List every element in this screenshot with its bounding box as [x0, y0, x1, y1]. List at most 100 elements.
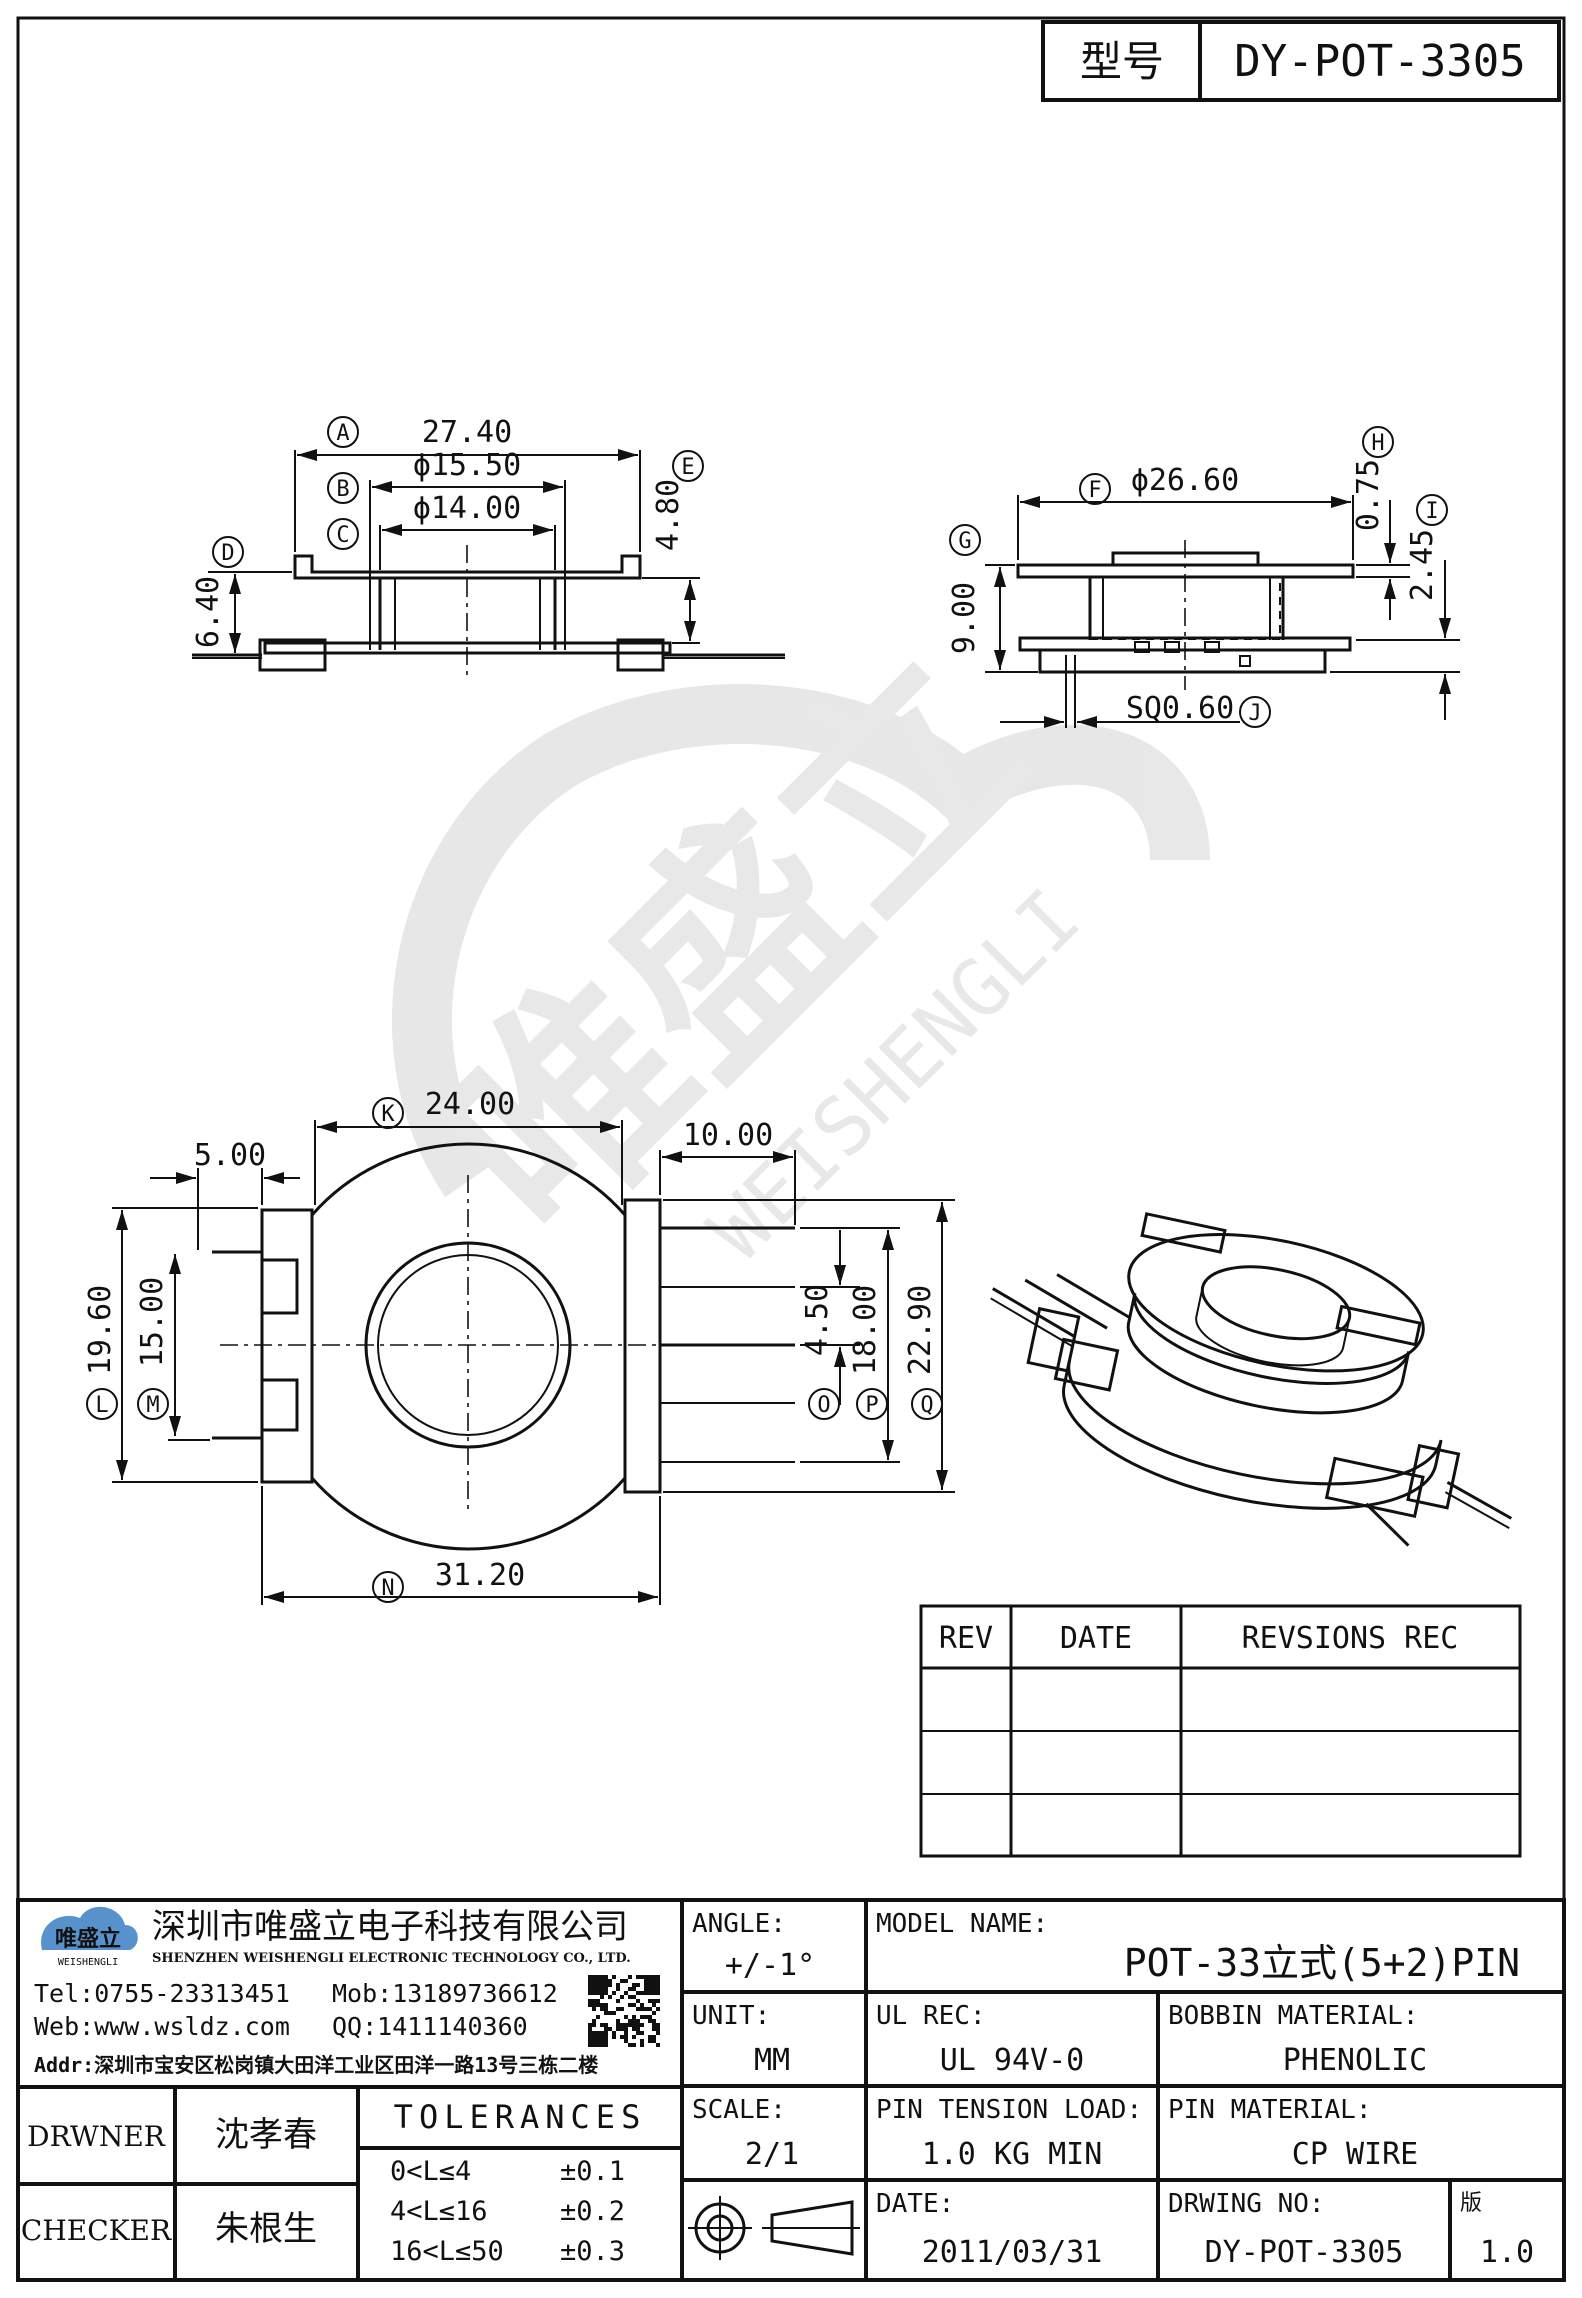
balloon-e: E	[672, 450, 704, 482]
svg-text:K: K	[381, 1102, 395, 1127]
tol-value-2: ±0.2	[560, 2196, 625, 2227]
ver-label: 版	[1460, 2191, 1482, 2216]
ver-value: 1.0	[1480, 2235, 1534, 2270]
model-value: POT-33立式(5+2)PIN	[1124, 1941, 1520, 1985]
svg-text:D: D	[221, 541, 234, 566]
rev-header-rec: REVSIONS REC	[1242, 1621, 1459, 1656]
tension-label: PIN TENSION LOAD:	[876, 2095, 1142, 2125]
balloon-p: P	[856, 1388, 888, 1420]
dim-ten: 10.00	[683, 1118, 773, 1153]
scale-label: SCALE:	[692, 2095, 786, 2125]
date-value: 2011/03/31	[922, 2235, 1103, 2270]
balloon-a: A	[327, 416, 359, 448]
drawer-label: DRWNER	[27, 2120, 166, 2153]
rev-header-rev: REV	[939, 1621, 993, 1656]
dim-e: 4.80	[651, 479, 686, 551]
balloon-o: O	[808, 1388, 840, 1420]
tol-range-1: 0<L≤4	[390, 2156, 471, 2187]
svg-text:C: C	[336, 523, 349, 548]
balloon-q: Q	[911, 1388, 943, 1420]
dwg-label: DRWING NO:	[1168, 2189, 1325, 2219]
svg-text:L: L	[95, 1393, 108, 1418]
tol-range-3: 16<L≤50	[390, 2236, 504, 2267]
top-view: 24.00 5.00 10.00 19.60 15.00 4.50 18.00	[83, 1087, 955, 1605]
logo-text: 唯盛立	[55, 1926, 121, 1952]
dim-m: 15.00	[135, 1277, 170, 1367]
drawer-value: 沈孝春	[215, 2115, 317, 2155]
company-name-en: SHENZHEN WEISHENGLI ELECTRONIC TECHNOLOG…	[152, 1951, 631, 1966]
side-view-right: ϕ26.60 9.00 0.75 2.45 SQ0.60	[947, 459, 1460, 728]
isometric-view	[990, 1212, 1513, 1547]
tol-range-2: 4<L≤16	[390, 2196, 488, 2227]
date-label: DATE:	[876, 2189, 954, 2219]
pin-material-value: CP WIRE	[1292, 2137, 1418, 2172]
logo-sub: WEISHENGLI	[58, 1957, 118, 1968]
svg-text:Q: Q	[920, 1393, 933, 1418]
qr-code	[588, 1975, 660, 2047]
company-mob: Mob:13189736612	[332, 1979, 558, 2008]
checker-label: CHECKER	[21, 2214, 172, 2247]
svg-text:N: N	[381, 1576, 394, 1601]
tolerances-label: TOLERANCES	[394, 2098, 647, 2136]
dim-g: 9.00	[947, 582, 982, 654]
svg-text:H: H	[1371, 431, 1384, 456]
dim-c: ϕ14.00	[413, 491, 521, 526]
dwg-value: DY-POT-3305	[1205, 2235, 1404, 2270]
angle-label: ANGLE:	[692, 1909, 786, 1939]
dim-o: 4.50	[800, 1284, 835, 1356]
balloon-j: J	[1239, 696, 1271, 728]
dim-f: ϕ26.60	[1131, 463, 1239, 498]
dim-j: SQ0.60	[1126, 691, 1234, 726]
dim-i: 2.45	[1405, 529, 1440, 601]
tol-value-3: ±0.3	[560, 2236, 625, 2267]
dim-d: 6.40	[191, 576, 226, 648]
balloon-m: M	[137, 1388, 169, 1420]
svg-text:J: J	[1248, 701, 1261, 726]
ul-label: UL REC:	[876, 2001, 986, 2031]
type-value: DY-POT-3305	[1234, 36, 1525, 87]
balloon-d: D	[212, 536, 244, 568]
balloon-c: C	[327, 518, 359, 550]
dim-q: 22.90	[903, 1285, 938, 1375]
balloons: A BC D E F G H I J K L M N O P Q	[86, 416, 1448, 1603]
unit-value: MM	[754, 2043, 790, 2078]
dim-a: 27.40	[422, 415, 512, 450]
company-addr: Addr:深圳市宝安区松岗镇大田洋工业区田洋一路13号三栋二楼	[34, 2053, 598, 2077]
balloon-k: K	[372, 1097, 404, 1129]
svg-text:E: E	[681, 455, 694, 480]
side-view-left: 27.40 ϕ15.50 ϕ14.00 6.40 4.80	[191, 415, 785, 680]
top-title-box: 型号 DY-POT-3305	[1041, 20, 1561, 102]
tension-value: 1.0 KG MIN	[922, 2137, 1103, 2172]
balloon-i: I	[1416, 494, 1448, 526]
svg-text:B: B	[336, 477, 349, 502]
title-block: 唯盛立 WEISHENGLI 深圳市唯盛立电子科技有限公司 SHENZHEN W…	[16, 1898, 1566, 2282]
company-web: Web:www.wsldz.com	[34, 2012, 290, 2041]
svg-text:O: O	[817, 1393, 830, 1418]
unit-label: UNIT:	[692, 2001, 770, 2031]
svg-text:I: I	[1425, 499, 1438, 524]
dim-l: 19.60	[83, 1285, 118, 1375]
company-name-cn: 深圳市唯盛立电子科技有限公司	[152, 1907, 628, 1947]
svg-text:G: G	[958, 529, 971, 554]
balloon-b: B	[327, 472, 359, 504]
balloon-g: G	[949, 524, 981, 556]
dim-p: 18.00	[848, 1285, 883, 1375]
bobbin-label: BOBBIN MATERIAL:	[1168, 2001, 1418, 2031]
dim-n: 31.20	[435, 1558, 525, 1593]
angle-value: +/-1°	[725, 1948, 815, 1983]
svg-text:F: F	[1088, 478, 1101, 503]
balloon-l: L	[86, 1388, 118, 1420]
company-logo: 唯盛立 WEISHENGLI	[41, 1906, 138, 1968]
balloon-h: H	[1362, 426, 1394, 458]
svg-text:P: P	[865, 1393, 878, 1418]
ul-value: UL 94V-0	[940, 2043, 1085, 2078]
revision-table: REV DATE REVSIONS REC	[919, 1604, 1522, 1858]
watermark: 唯盛立 WEISHENGLI	[392, 605, 1210, 1284]
tol-value-1: ±0.1	[560, 2156, 625, 2187]
dim-b: ϕ15.50	[413, 448, 521, 483]
checker-value: 朱根生	[215, 2209, 317, 2249]
dim-k: 24.00	[425, 1087, 515, 1122]
bobbin-value: PHENOLIC	[1283, 2043, 1428, 2078]
balloon-f: F	[1079, 473, 1111, 505]
projection-symbol-icon	[688, 2196, 860, 2260]
